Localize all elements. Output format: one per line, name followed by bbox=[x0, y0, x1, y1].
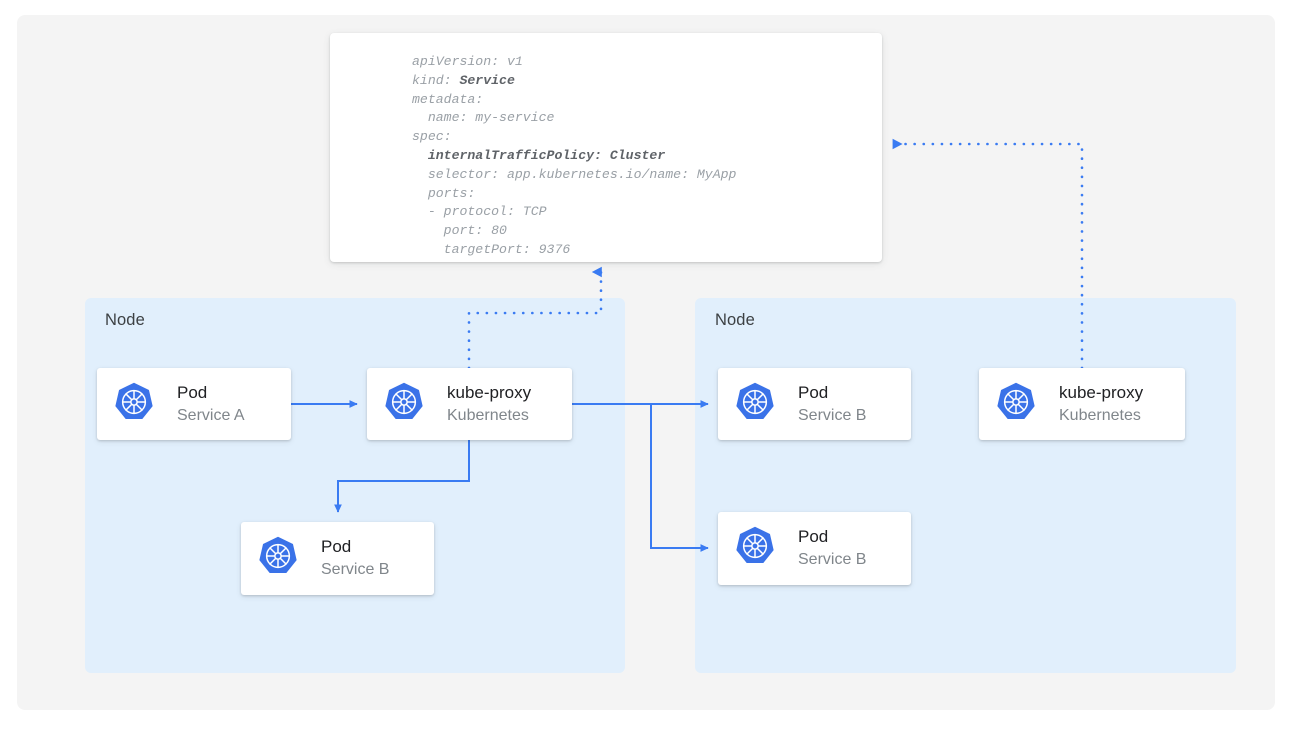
card-subtitle: Kubernetes bbox=[1059, 406, 1141, 424]
kubernetes-logo-icon bbox=[113, 381, 155, 428]
card-subtitle: Service B bbox=[798, 551, 867, 569]
card-title: kube-proxy bbox=[1059, 382, 1144, 402]
card-pod-service-b-left[interactable]: Pod Service B bbox=[241, 522, 434, 595]
card-title: Pod bbox=[177, 382, 208, 402]
kubernetes-logo-icon bbox=[995, 381, 1037, 428]
card-kube-proxy-left[interactable]: kube-proxy Kubernetes bbox=[367, 368, 572, 440]
card-title: Pod bbox=[321, 537, 352, 557]
service-manifest-card: apiVersion: v1 kind: Service metadata: n… bbox=[330, 33, 882, 262]
node-label-left: Node bbox=[105, 311, 145, 329]
card-pod-service-b-right-bottom[interactable]: Pod Service B bbox=[718, 512, 911, 585]
node-container-left: Node bbox=[85, 298, 625, 673]
node-label-right: Node bbox=[715, 311, 755, 329]
card-title: Pod bbox=[798, 382, 829, 402]
kubernetes-logo-icon bbox=[734, 525, 776, 572]
service-manifest-code: apiVersion: v1 kind: Service metadata: n… bbox=[412, 54, 737, 257]
card-pod-service-a[interactable]: Pod Service A bbox=[97, 368, 291, 440]
kubernetes-logo-icon bbox=[257, 535, 299, 582]
card-subtitle: Service B bbox=[798, 406, 867, 424]
card-title: Pod bbox=[798, 527, 829, 547]
card-pod-service-b-right-top[interactable]: Pod Service B bbox=[718, 368, 911, 440]
card-kube-proxy-right[interactable]: kube-proxy Kubernetes bbox=[979, 368, 1185, 440]
kubernetes-logo-icon bbox=[383, 381, 425, 428]
card-title: kube-proxy bbox=[447, 382, 532, 402]
card-subtitle: Service A bbox=[177, 406, 245, 424]
card-subtitle: Kubernetes bbox=[447, 406, 529, 424]
card-subtitle: Service B bbox=[321, 561, 390, 579]
kubernetes-logo-icon bbox=[734, 381, 776, 428]
node-container-right: Node bbox=[695, 298, 1236, 673]
